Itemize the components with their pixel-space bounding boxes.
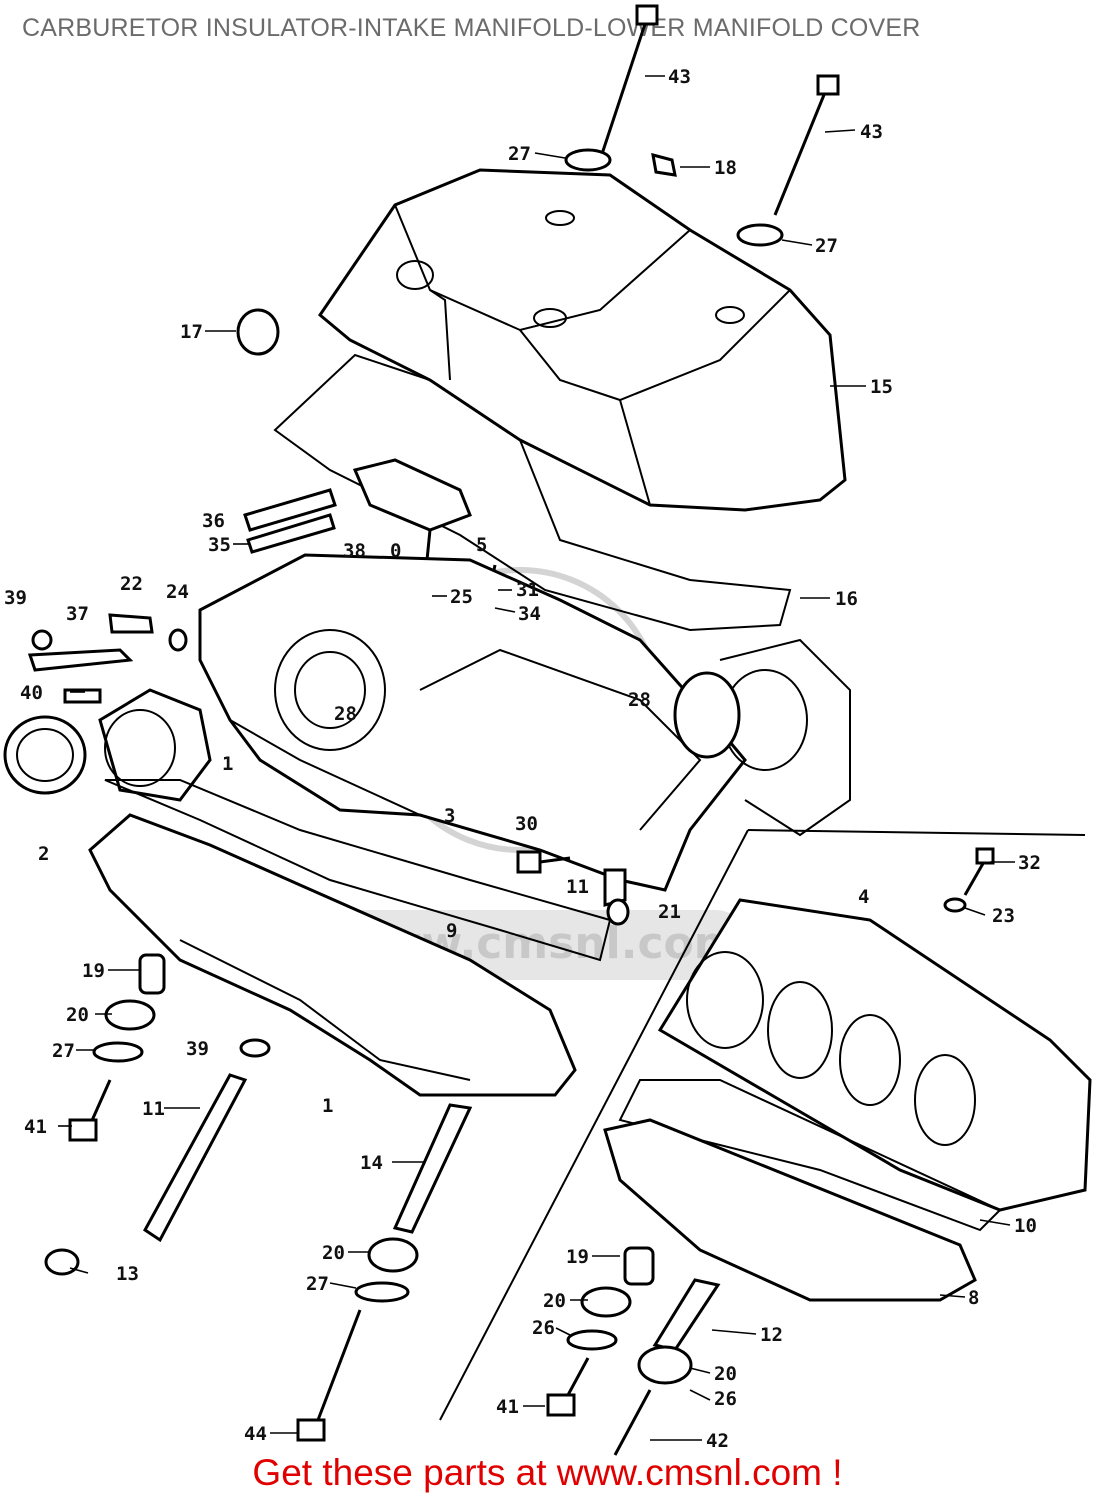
part-labels: 43 43 27 18 27 17 15 36 35 38 0 5 25 31 … <box>4 66 1041 1452</box>
part-label: 28 <box>628 689 651 711</box>
part-label: 9 <box>446 920 457 942</box>
part-label: 35 <box>208 534 231 556</box>
part-label: 41 <box>24 1116 47 1138</box>
part-label: 1 <box>322 1095 333 1117</box>
part-label: 11 <box>142 1098 165 1120</box>
part-label: 41 <box>496 1396 519 1418</box>
part-label: 1 <box>222 753 233 775</box>
part-label: 19 <box>82 960 105 982</box>
part-label: 40 <box>20 682 43 704</box>
part-label: 30 <box>515 813 538 835</box>
part-label: 27 <box>815 235 838 257</box>
part-label: 43 <box>668 66 691 88</box>
part-label: 5 <box>476 534 487 556</box>
cover-gasket <box>273 353 792 632</box>
part-label: 43 <box>860 121 883 143</box>
part-label: 23 <box>992 905 1015 927</box>
part-label: 25 <box>450 586 473 608</box>
intake-manifold-upper <box>198 553 747 892</box>
left-hardware <box>3 613 212 802</box>
divider-line-diagonal <box>439 829 749 1421</box>
part-label: 32 <box>1018 852 1041 874</box>
part-label: 4 <box>858 886 869 908</box>
lower-manifold-cover <box>88 813 577 1097</box>
part-label: 34 <box>518 603 541 625</box>
part-label: 2 <box>38 843 49 865</box>
divider-line <box>747 829 1086 836</box>
left-bottom-hardware <box>44 953 473 1442</box>
part-label: 3 <box>444 805 455 827</box>
stud-bolts <box>564 4 840 247</box>
part-label: 10 <box>1014 1215 1037 1237</box>
part-label: 18 <box>714 157 737 179</box>
part-label: 15 <box>870 376 893 398</box>
manifold-cover <box>317 168 847 512</box>
part-label: 26 <box>532 1317 555 1339</box>
part-label: 24 <box>166 581 189 603</box>
part-label: 37 <box>66 603 89 625</box>
part-label: 14 <box>360 1152 383 1174</box>
part-label: 20 <box>66 1004 89 1026</box>
lower-cover-8 <box>603 1118 977 1302</box>
part-label: 0 <box>390 540 401 562</box>
part-label: 8 <box>968 1287 979 1309</box>
part-label: 36 <box>202 510 225 532</box>
part-label: 13 <box>116 1263 139 1285</box>
cover-plug <box>236 308 280 356</box>
o-ring-28 <box>673 671 741 759</box>
page-title: CARBURETOR INSULATOR-INTAKE MANIFOLD-LOW… <box>22 14 921 42</box>
right-bottom-hardware <box>546 1246 721 1456</box>
part-label: 26 <box>714 1388 737 1410</box>
part-label: 28 <box>334 703 357 725</box>
parts-link-banner[interactable]: Get these parts at www.cmsnl.com ! <box>252 1452 843 1493</box>
part-label: 20 <box>714 1363 737 1385</box>
part-label: 27 <box>306 1273 329 1295</box>
engine-outline <box>719 638 851 837</box>
leader-lines <box>58 75 1015 1441</box>
part-label: 21 <box>658 901 681 923</box>
lower-gasket <box>618 1079 1002 1232</box>
part-label: 20 <box>543 1290 566 1312</box>
part-label: 27 <box>52 1040 75 1062</box>
intake-manifold-lower <box>657 847 1092 1212</box>
part-label: 38 <box>343 540 366 562</box>
part-label: 19 <box>566 1246 589 1268</box>
part-label: 16 <box>835 588 858 610</box>
part-label: 31 <box>516 579 539 601</box>
part-label: 12 <box>760 1324 783 1346</box>
part-label: 42 <box>706 1430 729 1452</box>
part-label: 11 <box>566 876 589 898</box>
part-label: 20 <box>322 1242 345 1264</box>
rail-9 <box>104 779 612 962</box>
part-label: 22 <box>120 573 143 595</box>
part-label: 17 <box>180 321 203 343</box>
part-label: 27 <box>508 143 531 165</box>
part-label: 39 <box>186 1038 209 1060</box>
part-label: 39 <box>4 587 27 609</box>
part-label: 44 <box>244 1423 267 1445</box>
bolt-30-21 <box>516 850 630 926</box>
